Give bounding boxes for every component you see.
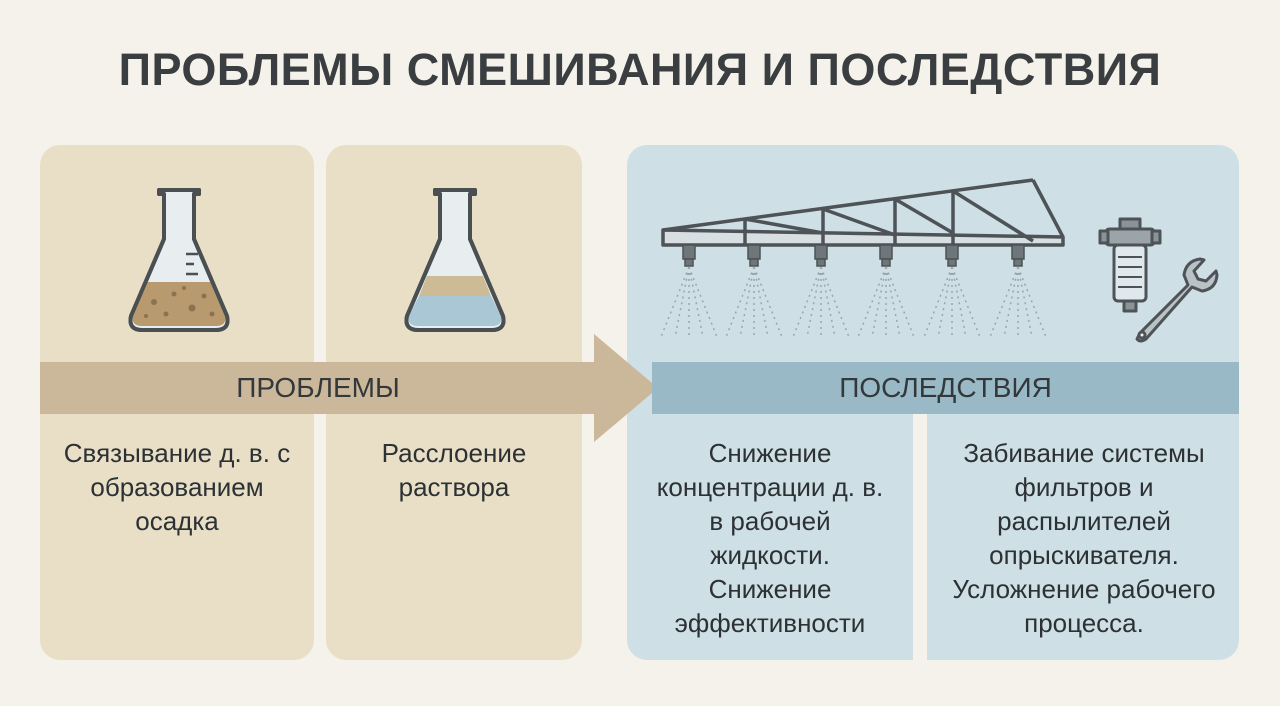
problems-band-label: ПРОБЛЕМЫ (236, 372, 400, 403)
consequence-text-2: Забивание системы фильтров и распылителе… (952, 438, 1216, 638)
consequences-band (652, 362, 1239, 414)
arrow-head-icon (594, 334, 658, 442)
consequences-divider (913, 414, 927, 660)
flask-sediment-icon (128, 188, 230, 332)
filter-wrench-icon (1098, 217, 1219, 343)
problem-text-1: Связывание д. в. с образованием осадка (63, 438, 291, 536)
problem-text-2: Расслоение раствора (381, 438, 527, 502)
flask-layered-icon (404, 188, 506, 332)
page-title: ПРОБЛЕМЫ СМЕШИВАНИЯ И ПОСЛЕДСТВИЯ (118, 44, 1162, 95)
problems-band (40, 362, 596, 414)
sprayer-boom-icon (660, 178, 1065, 338)
consequences-band-label: ПОСЛЕДСТВИЯ (839, 372, 1052, 403)
consequence-text-1: Снижение концентрации д. в. в рабочей жи… (656, 438, 884, 638)
